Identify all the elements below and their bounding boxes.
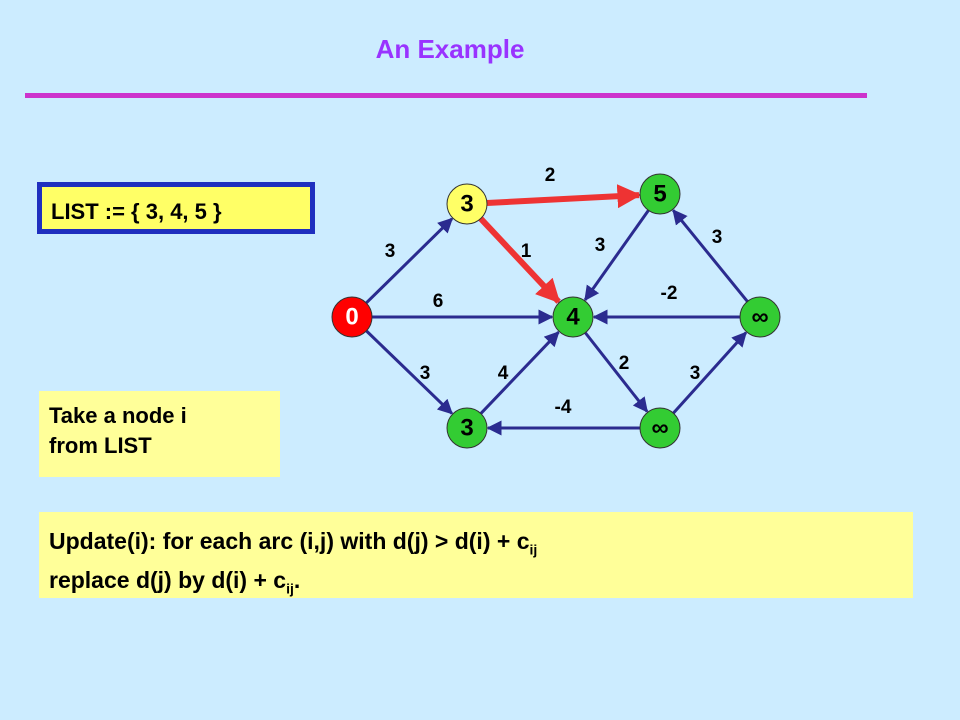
node-circle-n4 bbox=[446, 407, 488, 449]
node-circle-n2 bbox=[446, 183, 488, 225]
take-node-line-1: Take a node i bbox=[49, 403, 187, 428]
edge-n3-n7 bbox=[584, 331, 649, 413]
edge-label-n2-n5: 2 bbox=[545, 165, 556, 186]
node-n7: ∞ bbox=[639, 407, 681, 449]
nodes-layer: 0 3 4 3 5 ∞ ∞ bbox=[331, 173, 781, 449]
edge-n1-n4 bbox=[365, 329, 453, 415]
edges-layer bbox=[365, 184, 749, 436]
node-n1: 0 bbox=[331, 296, 373, 338]
node-label-n5: 5 bbox=[653, 180, 666, 207]
edge-label-n4-n3: 4 bbox=[498, 363, 509, 384]
edge-label-n1-n3: 6 bbox=[433, 291, 444, 312]
node-label-n2: 3 bbox=[460, 190, 473, 217]
node-label-n4: 3 bbox=[460, 414, 473, 441]
edge-n2-n5 bbox=[486, 184, 642, 209]
list-text: LIST := { 3, 4, 5 } bbox=[51, 199, 222, 224]
update-line-2-subscript: ij bbox=[286, 580, 294, 597]
edge-n5-n3 bbox=[583, 209, 650, 302]
edge-label-n5-n3: 3 bbox=[595, 235, 606, 256]
node-n3: 4 bbox=[552, 296, 594, 338]
update-line-1-text: Update(i): for each arc (i,j) with d(j) … bbox=[49, 528, 530, 554]
edge-label-n7-n4: -4 bbox=[555, 397, 572, 418]
take-node-line-2: from LIST bbox=[49, 433, 152, 458]
update-line-2-text: replace d(j) by d(i) + c bbox=[49, 566, 287, 593]
edge-label-n6-n5: 3 bbox=[712, 227, 723, 248]
node-circle-n6 bbox=[739, 296, 781, 338]
edge-n4-n3 bbox=[479, 331, 560, 415]
edge-label-n2-n3: 1 bbox=[521, 241, 532, 262]
node-n4: 3 bbox=[446, 407, 488, 449]
page-title: An Example bbox=[375, 34, 525, 64]
node-label-n7: ∞ bbox=[651, 414, 668, 441]
node-circle-n3 bbox=[552, 296, 594, 338]
node-circle-n5 bbox=[639, 173, 681, 215]
update-rule-line-1: Update(i): for each arc (i,j) with d(j) … bbox=[49, 526, 913, 565]
node-n6: ∞ bbox=[739, 296, 781, 338]
title-divider bbox=[25, 93, 867, 98]
edge-label-n1-n2: 3 bbox=[385, 241, 396, 262]
edge-label-n6-n3: -2 bbox=[661, 283, 678, 304]
node-circle-n1 bbox=[331, 296, 373, 338]
node-label-n1: 0 bbox=[345, 303, 358, 330]
update-line-2-period: . bbox=[293, 566, 301, 593]
node-label-n3: 4 bbox=[566, 303, 580, 330]
edge-n1-n2 bbox=[365, 217, 454, 305]
take-node-box: Take a node i from LIST bbox=[39, 391, 280, 477]
node-n2: 3 bbox=[446, 183, 488, 225]
node-label-n6: ∞ bbox=[751, 303, 768, 330]
edge-labels-layer: 3 6 3 2 1 3 4 -2 3 2 3 -4 bbox=[385, 165, 723, 418]
edge-label-n1-n4: 3 bbox=[420, 363, 431, 384]
edge-n6-n5 bbox=[672, 209, 749, 303]
edge-n7-n6 bbox=[672, 331, 748, 415]
node-n5: 5 bbox=[639, 173, 681, 215]
edge-n2-n3 bbox=[478, 216, 561, 304]
node-circle-n7 bbox=[639, 407, 681, 449]
edge-label-n3-n7: 2 bbox=[619, 353, 630, 374]
list-box: LIST := { 3, 4, 5 } bbox=[37, 182, 315, 234]
update-rule-line-2: replace d(j) by d(i) + cij. bbox=[49, 565, 913, 604]
edge-label-n7-n6: 3 bbox=[690, 363, 701, 384]
update-line-1-subscript: ij bbox=[529, 541, 538, 558]
update-rule-box: Update(i): for each arc (i,j) with d(j) … bbox=[39, 512, 913, 598]
